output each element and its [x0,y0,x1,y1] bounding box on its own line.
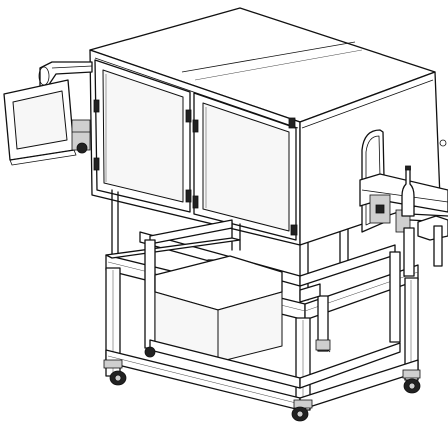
hmi-side-bracket [71,119,91,154]
inner-box [154,255,283,363]
bottle [401,165,415,217]
caster-back-left [144,346,156,358]
caster-front-right [402,369,421,394]
front-door-right[interactable] [193,92,297,241]
enclosure-top-seam [181,41,356,73]
door-hinges [93,99,298,236]
door-window-right [202,102,290,232]
hmi-touchscreen[interactable] [3,79,77,166]
caster-front-center [291,399,313,422]
caster-front-left [103,359,127,386]
frame-braces [299,283,331,353]
hmi-screen [12,90,68,150]
casters [103,346,421,422]
door-window-left [102,69,184,203]
front-door-left[interactable] [94,59,191,213]
